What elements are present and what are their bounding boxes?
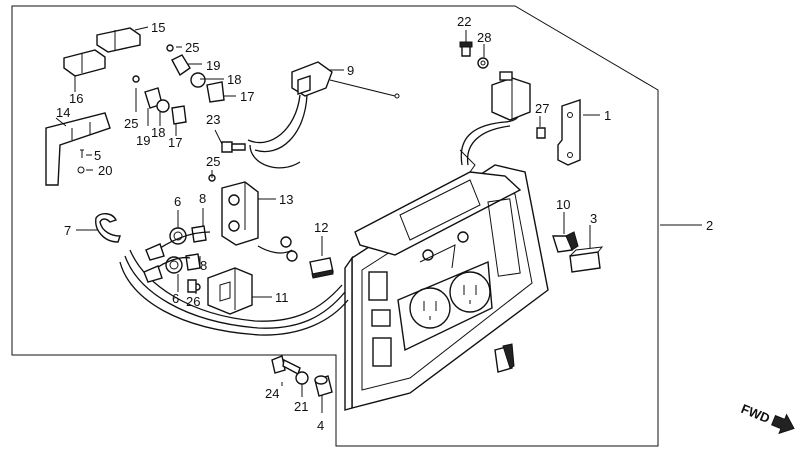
wire-harness bbox=[119, 231, 349, 336]
callout-11: 11 bbox=[275, 290, 289, 305]
sensor-part-9 bbox=[247, 61, 400, 169]
control-panel bbox=[344, 149, 549, 411]
callout-5: 5 bbox=[94, 148, 101, 163]
bracket-part-1 bbox=[557, 99, 581, 166]
callout-8a: 8 bbox=[199, 191, 206, 206]
callout-4: 4 bbox=[317, 418, 324, 433]
callout-22: 22 bbox=[457, 14, 471, 29]
callout-17a: 17 bbox=[240, 89, 254, 104]
switch-part-16 bbox=[63, 49, 106, 77]
callout-16: 16 bbox=[69, 91, 83, 106]
callout-27: 27 bbox=[535, 101, 549, 116]
thermal-switch bbox=[491, 71, 531, 121]
screw-part-5 bbox=[80, 149, 84, 158]
callout-17b: 17 bbox=[168, 135, 182, 150]
callout-28: 28 bbox=[477, 30, 491, 45]
callout-8b: 8 bbox=[200, 258, 207, 273]
callout-21: 21 bbox=[294, 399, 308, 414]
callout-20: 20 bbox=[98, 163, 112, 178]
transformer-part-11 bbox=[193, 267, 253, 315]
callout-6b: 6 bbox=[172, 291, 179, 306]
bolt-part-22 bbox=[459, 41, 473, 57]
bolt-part-24 bbox=[271, 355, 301, 376]
callout-6a: 6 bbox=[174, 194, 181, 209]
callout-9: 9 bbox=[347, 63, 354, 78]
cover-part-12 bbox=[309, 257, 334, 279]
callout-13: 13 bbox=[279, 192, 293, 207]
callout-labels: 1 2 3 4 5 6 6 7 8 8 9 10 11 12 13 14 15 … bbox=[56, 14, 713, 433]
callout-19b: 19 bbox=[136, 133, 150, 148]
switch-part-15 bbox=[96, 27, 141, 53]
plate-part-14 bbox=[45, 112, 111, 186]
small-cap bbox=[494, 343, 515, 373]
callout-12: 12 bbox=[314, 220, 328, 235]
callout-18b: 18 bbox=[151, 125, 165, 140]
leader-lines bbox=[55, 26, 702, 413]
case-part-13 bbox=[208, 174, 259, 246]
lamp-stack-upper bbox=[166, 44, 225, 103]
callout-2: 2 bbox=[706, 218, 713, 233]
washer-part-20 bbox=[77, 166, 85, 174]
clamp-part-10 bbox=[552, 231, 579, 253]
callout-7: 7 bbox=[64, 223, 71, 238]
assembly-boundary bbox=[11, 5, 659, 447]
callout-19a: 19 bbox=[206, 58, 220, 73]
callout-26: 26 bbox=[186, 294, 200, 309]
forward-direction-indicator: FWD bbox=[739, 401, 795, 435]
callout-15: 15 bbox=[151, 20, 165, 35]
bolt-part-27 bbox=[536, 127, 546, 139]
callout-25c: 25 bbox=[206, 154, 220, 169]
callout-1: 1 bbox=[604, 108, 611, 123]
fwd-label: FWD bbox=[739, 401, 772, 426]
callout-25a: 25 bbox=[185, 40, 199, 55]
lamp-stack-lower bbox=[132, 75, 187, 125]
washer-part-28 bbox=[477, 57, 489, 69]
clip-part-7 bbox=[95, 213, 121, 243]
cover-part-3 bbox=[569, 246, 604, 273]
collar-part-4 bbox=[314, 375, 333, 397]
callout-3: 3 bbox=[590, 211, 597, 226]
washer-part-21 bbox=[295, 371, 309, 385]
callout-25b: 25 bbox=[124, 116, 138, 131]
callout-18a: 18 bbox=[227, 72, 241, 87]
callout-24: 24 bbox=[265, 386, 279, 401]
forward-arrow-icon bbox=[771, 413, 795, 435]
callout-10: 10 bbox=[556, 197, 570, 212]
callout-23: 23 bbox=[206, 112, 220, 127]
callout-14: 14 bbox=[56, 105, 70, 120]
bolt-part-23 bbox=[221, 141, 246, 153]
screw-part-26 bbox=[187, 279, 197, 293]
indicator-lamp-lower bbox=[165, 253, 201, 274]
